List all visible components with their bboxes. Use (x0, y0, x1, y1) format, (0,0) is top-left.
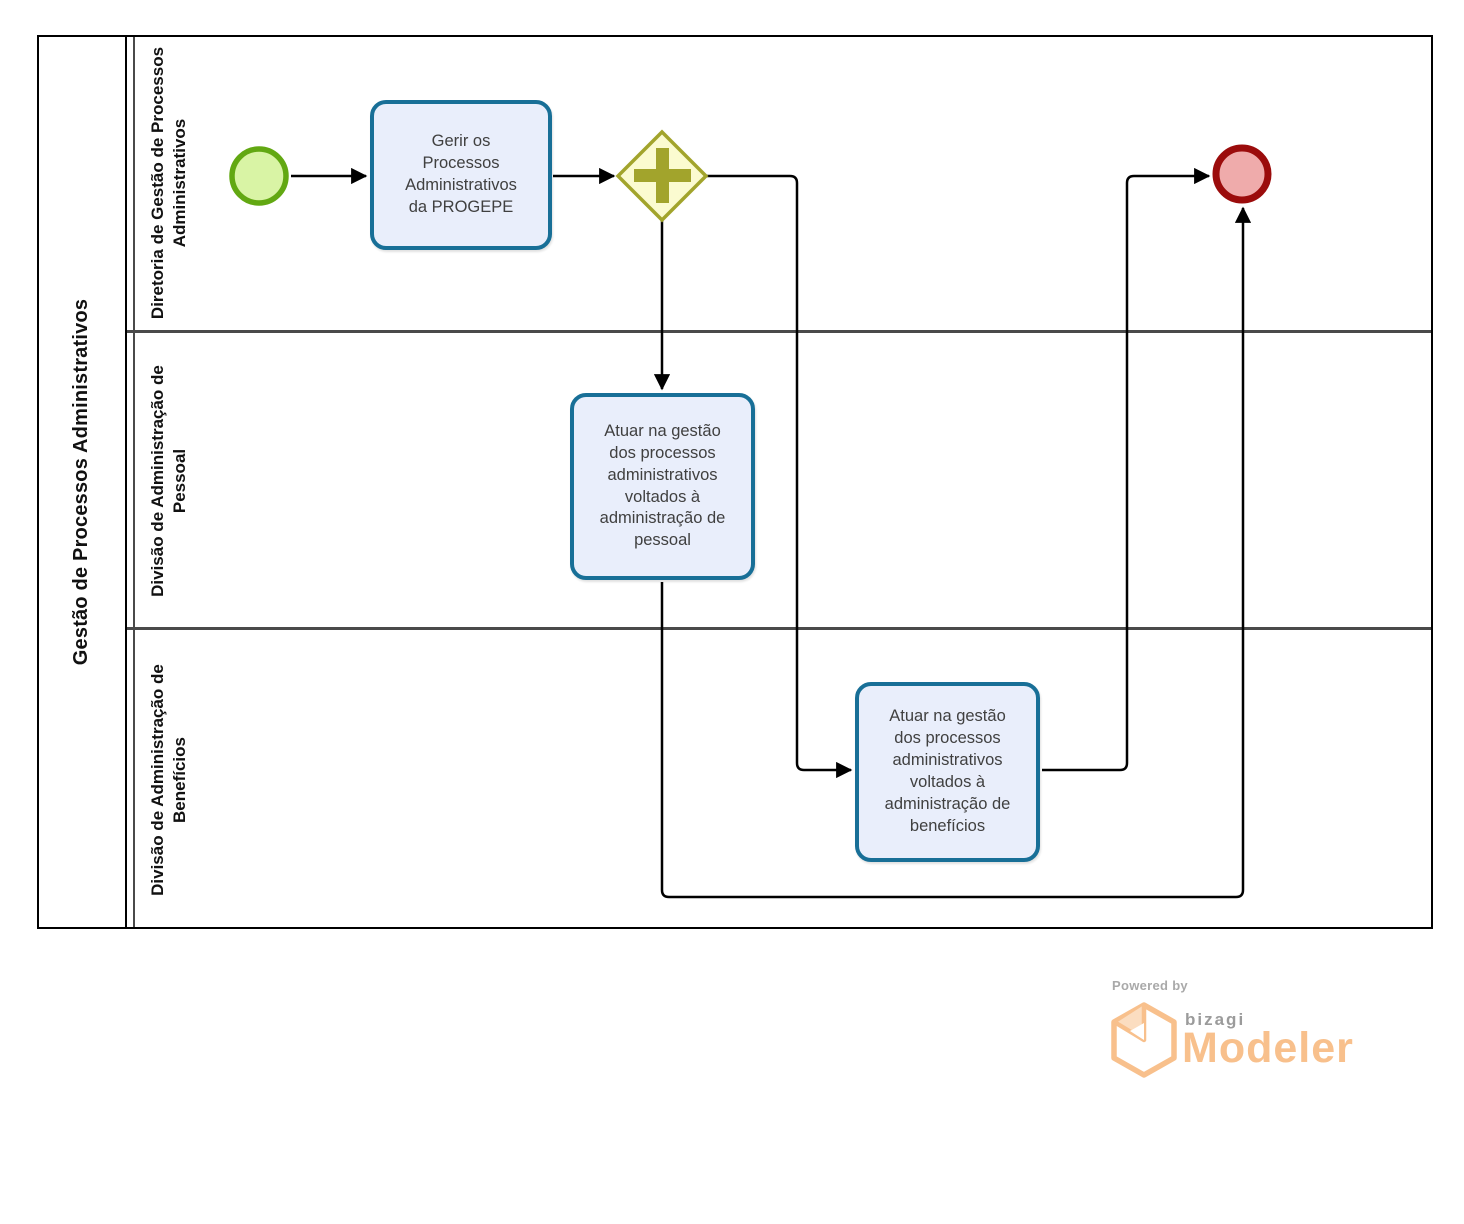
task-label: Atuar na gestão dos processos administra… (599, 421, 726, 550)
lane-pessoal[interactable] (127, 333, 1431, 630)
end-event[interactable] (1212, 144, 1272, 204)
task-label: Gerir os Processos Administrativos da PR… (405, 132, 517, 216)
flow-task-pessoal-to-end[interactable] (660, 206, 1252, 899)
bizagi-text: bizagi (1185, 1010, 1246, 1029)
modeler-text: Modeler (1182, 1024, 1354, 1072)
task-label: Atuar na gestão dos processos administra… (884, 707, 1011, 835)
lanes-container (127, 37, 1431, 927)
powered-by-text: Powered by (1112, 978, 1188, 993)
flow-gateway-to-task-beneficios[interactable] (707, 174, 853, 779)
start-event[interactable] (229, 146, 289, 206)
lane-diretoria[interactable] (127, 37, 1431, 333)
bizagi-modeler-logo: Powered by bizagi Modeler (1110, 978, 1390, 1088)
bizagi-hexagon-icon (1111, 1002, 1177, 1078)
task-gestao-beneficios[interactable]: Atuar na gestão dos processos administra… (855, 682, 1040, 862)
task-gestao-pessoal[interactable]: Atuar na gestão dos processos administra… (570, 393, 755, 580)
pool-title-cell (39, 37, 127, 927)
task-gerir-processos[interactable]: Gerir os Processos Administrativos da PR… (370, 100, 552, 250)
plus-icon (634, 148, 691, 203)
lane-left-border (133, 37, 135, 927)
flow-task-beneficios-to-end[interactable] (1042, 167, 1211, 772)
